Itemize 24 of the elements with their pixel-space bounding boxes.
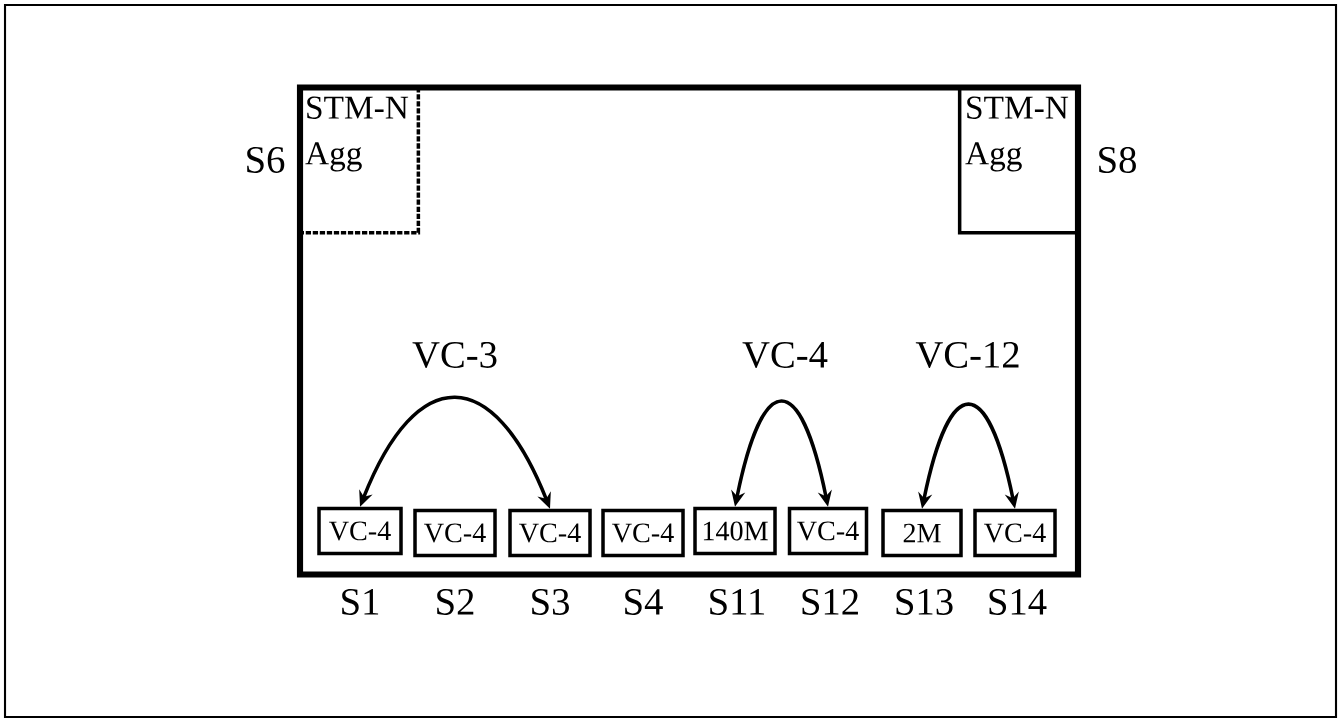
- slot-label: S12: [802, 589, 858, 615]
- slot-label: S13: [896, 589, 953, 615]
- device-box: [296, 84, 1082, 578]
- slot-box: VC-4: [508, 508, 592, 558]
- slot-box: VC-4: [601, 508, 685, 558]
- slot-label: S8: [1099, 146, 1136, 174]
- slot-box: 2M: [881, 508, 963, 558]
- edge-label: VC-4: [738, 338, 832, 372]
- slot-label: S4: [625, 589, 663, 615]
- slot-label: S1: [342, 589, 379, 615]
- slot-label: S2: [437, 589, 474, 615]
- edge-label: VC-12: [911, 338, 1025, 372]
- slot-box: VC-4: [787, 506, 869, 556]
- slot-label: S3: [532, 589, 569, 615]
- aggregate-box: STM-N Agg: [299, 87, 421, 235]
- slot-box: VC-4: [413, 508, 497, 558]
- slot-box: VC-4: [973, 508, 1057, 558]
- slot-label: S11: [710, 589, 765, 615]
- slot-label: S14: [989, 589, 1047, 615]
- aggregate-box: STM-N Agg: [957, 87, 1079, 235]
- slot-label: S6: [247, 147, 285, 173]
- slot-box: 140M: [693, 506, 777, 556]
- edge-label: VC-3: [408, 338, 502, 372]
- slot-box: VC-4: [317, 506, 403, 556]
